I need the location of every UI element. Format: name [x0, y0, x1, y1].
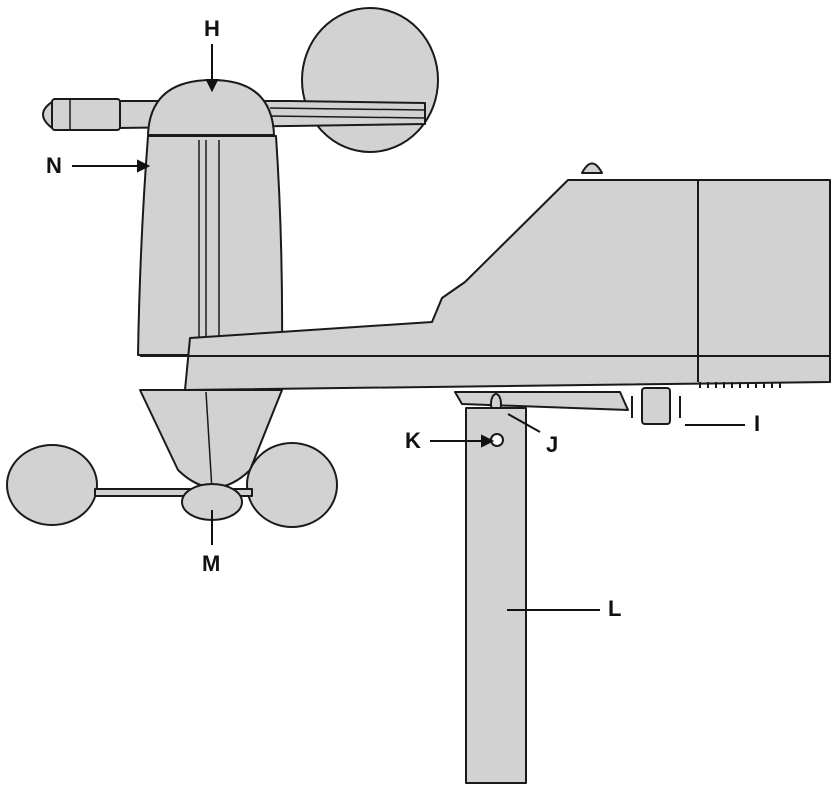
vent-slots	[699, 382, 781, 388]
leader-lines	[72, 44, 745, 611]
top-sensor-dome	[581, 162, 603, 174]
mounting-pole-icon	[465, 407, 527, 784]
wind-vane-nose	[42, 101, 53, 129]
wind-vane-counterweight	[51, 98, 121, 131]
label-i: I	[754, 411, 761, 436]
pole-hole-icon	[490, 433, 504, 447]
anemometer-cup-icon	[6, 444, 98, 526]
wind-vane-fin-icon	[301, 7, 439, 153]
label-j: J	[546, 432, 559, 457]
label-k: K	[405, 428, 421, 453]
label-h: H	[204, 16, 220, 41]
anemometer-cup-icon	[246, 442, 338, 528]
label-n: N	[46, 153, 62, 178]
vertical-housing	[137, 135, 284, 356]
label-l: L	[608, 596, 622, 621]
label-m: M	[202, 551, 221, 576]
battery-compartment-icon	[641, 387, 671, 425]
